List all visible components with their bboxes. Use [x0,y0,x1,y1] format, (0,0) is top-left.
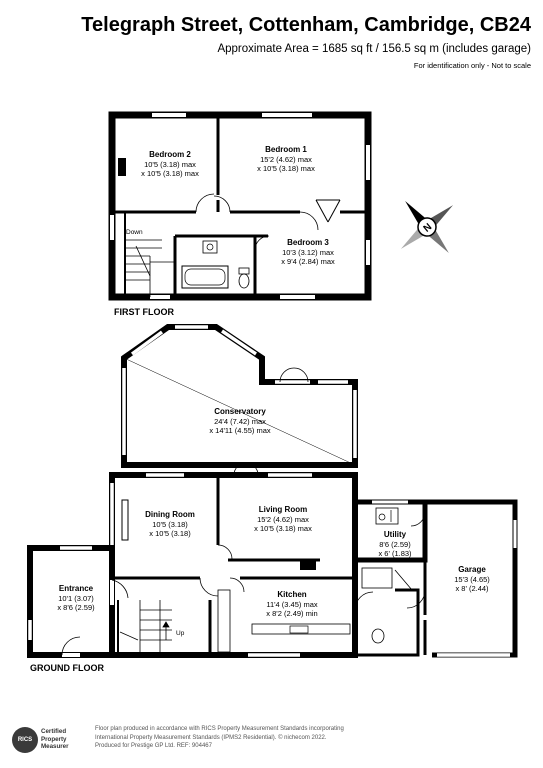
bedroom3-dim2: x 9'4 (2.84) max [281,257,335,266]
rics-text-line2: Property [41,735,67,743]
living-name: Living Room [259,505,307,514]
room-labels: Bedroom 2 10'5 (3.18) max x 10'5 (3.18) … [57,145,490,637]
conservatory-dim2: x 14'11 (4.55) max [209,426,271,435]
footer-disclaimer: Floor plan produced in accordance with R… [95,725,515,751]
first-floor-label: FIRST FLOOR [114,307,174,317]
garage-name: Garage [458,565,486,574]
page-title: Telegraph Street, Cottenham, Cambridge, … [81,14,531,36]
entrance-name: Entrance [59,584,94,593]
living-dim2: x 10'5 (3.18) max [254,524,312,533]
entrance-dim1: 10'1 (3.07) [58,594,94,603]
conservatory-name: Conservatory [214,407,266,416]
ground-floor-label: GROUND FLOOR [30,663,104,673]
bedroom2-dim1: 10'5 (3.18) max [144,160,196,169]
bedroom2-name: Bedroom 2 [149,150,191,159]
rics-logo-icon: RICS [12,727,38,753]
entrance-dim2: x 8'6 (2.59) [57,603,95,612]
kitchen-name: Kitchen [277,590,306,599]
footer-line3: Produced for Prestige GP Ltd. REF: 90446… [95,743,212,749]
bedroom3-name: Bedroom 3 [287,238,329,247]
utility-dim1: 8'6 (2.59) [379,540,411,549]
disclaimer-note: For identification only - Not to scale [413,61,531,70]
bedroom1-name: Bedroom 1 [265,145,307,154]
rics-text-line1: Certified [41,728,67,735]
approximate-area: Approximate Area = 1685 sq ft / 156.5 sq… [217,43,531,55]
utility-name: Utility [384,530,407,539]
ground-floor-plan [27,324,518,658]
first-floor-plan [108,111,372,301]
stairs-up-label: Up [176,630,185,637]
rics-badge-text: Certified Property Measurer [41,728,69,751]
kitchen-dim2: x 8'2 (2.49) min [266,609,317,618]
footer-line1: Floor plan produced in accordance with R… [95,726,344,732]
garage-dim2: x 8' (2.44) [455,584,489,593]
footer-line2: International Property Measurement Stand… [95,734,327,741]
garage-dim1: 15'3 (4.65) [454,575,490,584]
dining-dim2: x 10'5 (3.18) [149,529,191,538]
kitchen-dim1: 11'4 (3.45) max [266,600,318,609]
conservatory-dim1: 24'4 (7.42) max [214,417,266,426]
bedroom1-dim1: 15'2 (4.62) max [260,155,312,164]
stairs-down-label: Down [126,229,143,236]
dining-dim1: 10'5 (3.18) [152,520,188,529]
utility-dim2: x 6' (1.83) [378,549,412,558]
dining-name: Dining Room [145,510,195,519]
bedroom1-dim2: x 10'5 (3.18) max [257,164,315,173]
rics-text-line3: Measurer [41,743,69,750]
bedroom2-dim2: x 10'5 (3.18) max [141,169,199,178]
living-dim1: 15'2 (4.62) max [257,515,309,524]
rics-certified-badge: RICS Certified Property Measurer [12,725,92,755]
bedroom3-dim1: 10'3 (3.12) max [282,248,334,257]
compass-rose [400,200,454,254]
